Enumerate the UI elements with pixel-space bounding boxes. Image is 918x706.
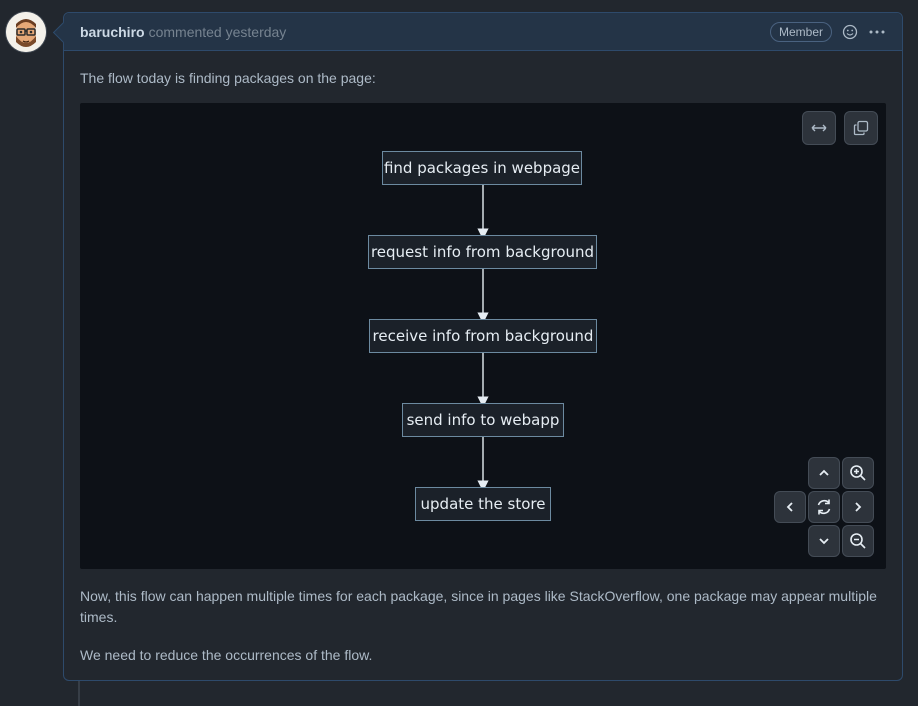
- zoom-in-button[interactable]: [842, 457, 874, 489]
- mermaid-diagram: find packages in webpage request info fr…: [80, 103, 886, 569]
- smiley-icon[interactable]: [842, 24, 858, 40]
- expand-button[interactable]: [802, 111, 836, 145]
- copy-button[interactable]: [844, 111, 878, 145]
- timeline-line: [78, 678, 80, 706]
- pan-left-button[interactable]: [774, 491, 806, 523]
- avatar-image: [6, 12, 46, 52]
- diagram-edges: [477, 185, 489, 492]
- comment-paragraph-3: We need to reduce the occurrences of the…: [80, 647, 373, 663]
- role-badge: Member: [769, 21, 832, 42]
- zoom-out-button[interactable]: [842, 525, 874, 557]
- comment-author[interactable]: baruchiro: [80, 23, 145, 40]
- kebab-horizontal-icon[interactable]: [868, 24, 886, 40]
- flow-node-2: request info from background: [368, 235, 597, 269]
- chevron-right-icon: [855, 502, 862, 512]
- flow-node-5: update the store: [415, 487, 551, 521]
- comment-header: baruchiro commented yesterday Member: [64, 13, 902, 51]
- zoom-out-icon: [850, 533, 866, 549]
- comment-header-actions: Member: [769, 21, 886, 42]
- arrows-horizontal-icon: [811, 124, 827, 132]
- avatar[interactable]: [6, 12, 46, 52]
- comment-paragraph-1: The flow today is finding packages on th…: [80, 70, 376, 86]
- flow-node-4: send info to webapp: [402, 403, 564, 437]
- zoom-in-icon: [850, 465, 866, 481]
- comment-box: baruchiro commented yesterday Member The…: [63, 12, 903, 681]
- pan-up-button[interactable]: [808, 457, 840, 489]
- comment-paragraph-2: Now, this flow can happen multiple times…: [80, 588, 877, 625]
- chevron-down-icon: [819, 538, 829, 545]
- chevron-up-icon: [819, 469, 829, 476]
- reset-view-button[interactable]: [808, 491, 840, 523]
- pan-right-button[interactable]: [842, 491, 874, 523]
- reset-icon: [817, 499, 831, 515]
- flow-node-3: receive info from background: [369, 319, 597, 353]
- flow-node-1: find packages in webpage: [382, 151, 582, 185]
- comment-timestamp[interactable]: commented yesterday: [148, 23, 287, 40]
- pan-down-button[interactable]: [808, 525, 840, 557]
- copy-icon: [853, 120, 869, 136]
- chevron-left-icon: [786, 502, 793, 512]
